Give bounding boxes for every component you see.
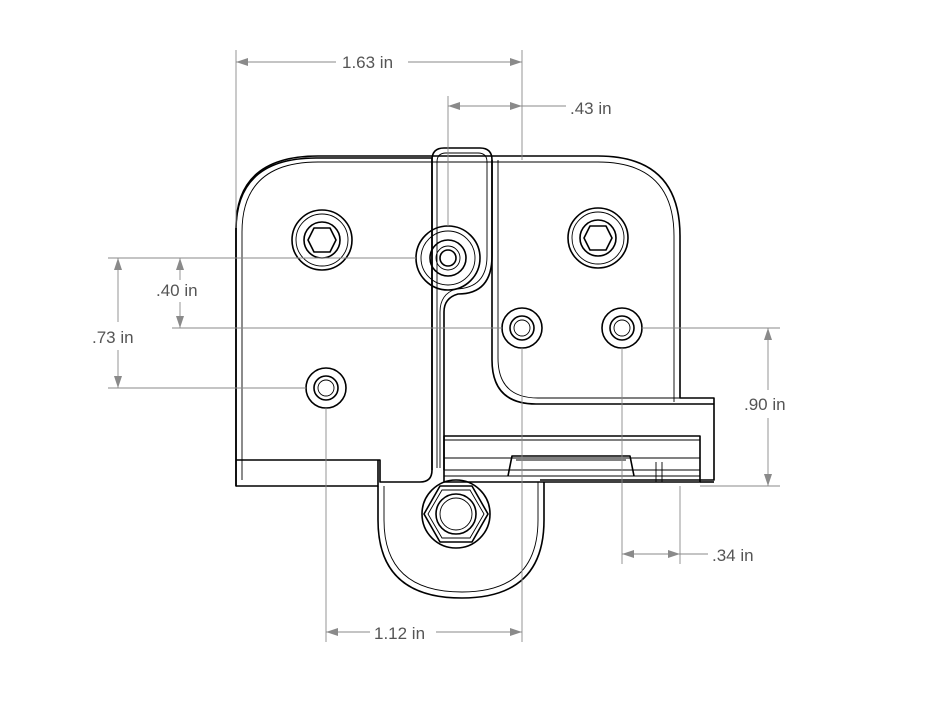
slot-channel <box>431 147 493 470</box>
screw-head-icon <box>291 209 353 271</box>
fasteners <box>291 207 643 549</box>
dimension-lines: 1.63 in .43 in .40 in .73 in .90 in <box>92 50 786 643</box>
screw-head-icon <box>567 207 629 269</box>
left-plate-outline <box>235 157 433 487</box>
outer-perimeter <box>235 155 715 486</box>
hole-icon <box>601 307 643 349</box>
dim-label-center-offset: .43 in <box>570 99 612 118</box>
dim-label-bottom-width: 1.12 in <box>374 624 425 643</box>
hex-nut-icon <box>421 479 491 549</box>
hole-icon <box>305 367 347 409</box>
dim-label-width-overall: 1.63 in <box>342 53 393 72</box>
dim-label-left-large: .73 in <box>92 328 134 347</box>
slot-screw-icon <box>415 225 481 291</box>
right-recess <box>491 160 714 405</box>
bracket-part <box>235 147 715 599</box>
dim-label-right: .90 in <box>744 395 786 414</box>
dim-label-left-small: .40 in <box>156 281 198 300</box>
lower-lobe <box>377 482 545 599</box>
dim-label-bottom-right: .34 in <box>712 546 754 565</box>
hole-icon <box>501 307 543 349</box>
